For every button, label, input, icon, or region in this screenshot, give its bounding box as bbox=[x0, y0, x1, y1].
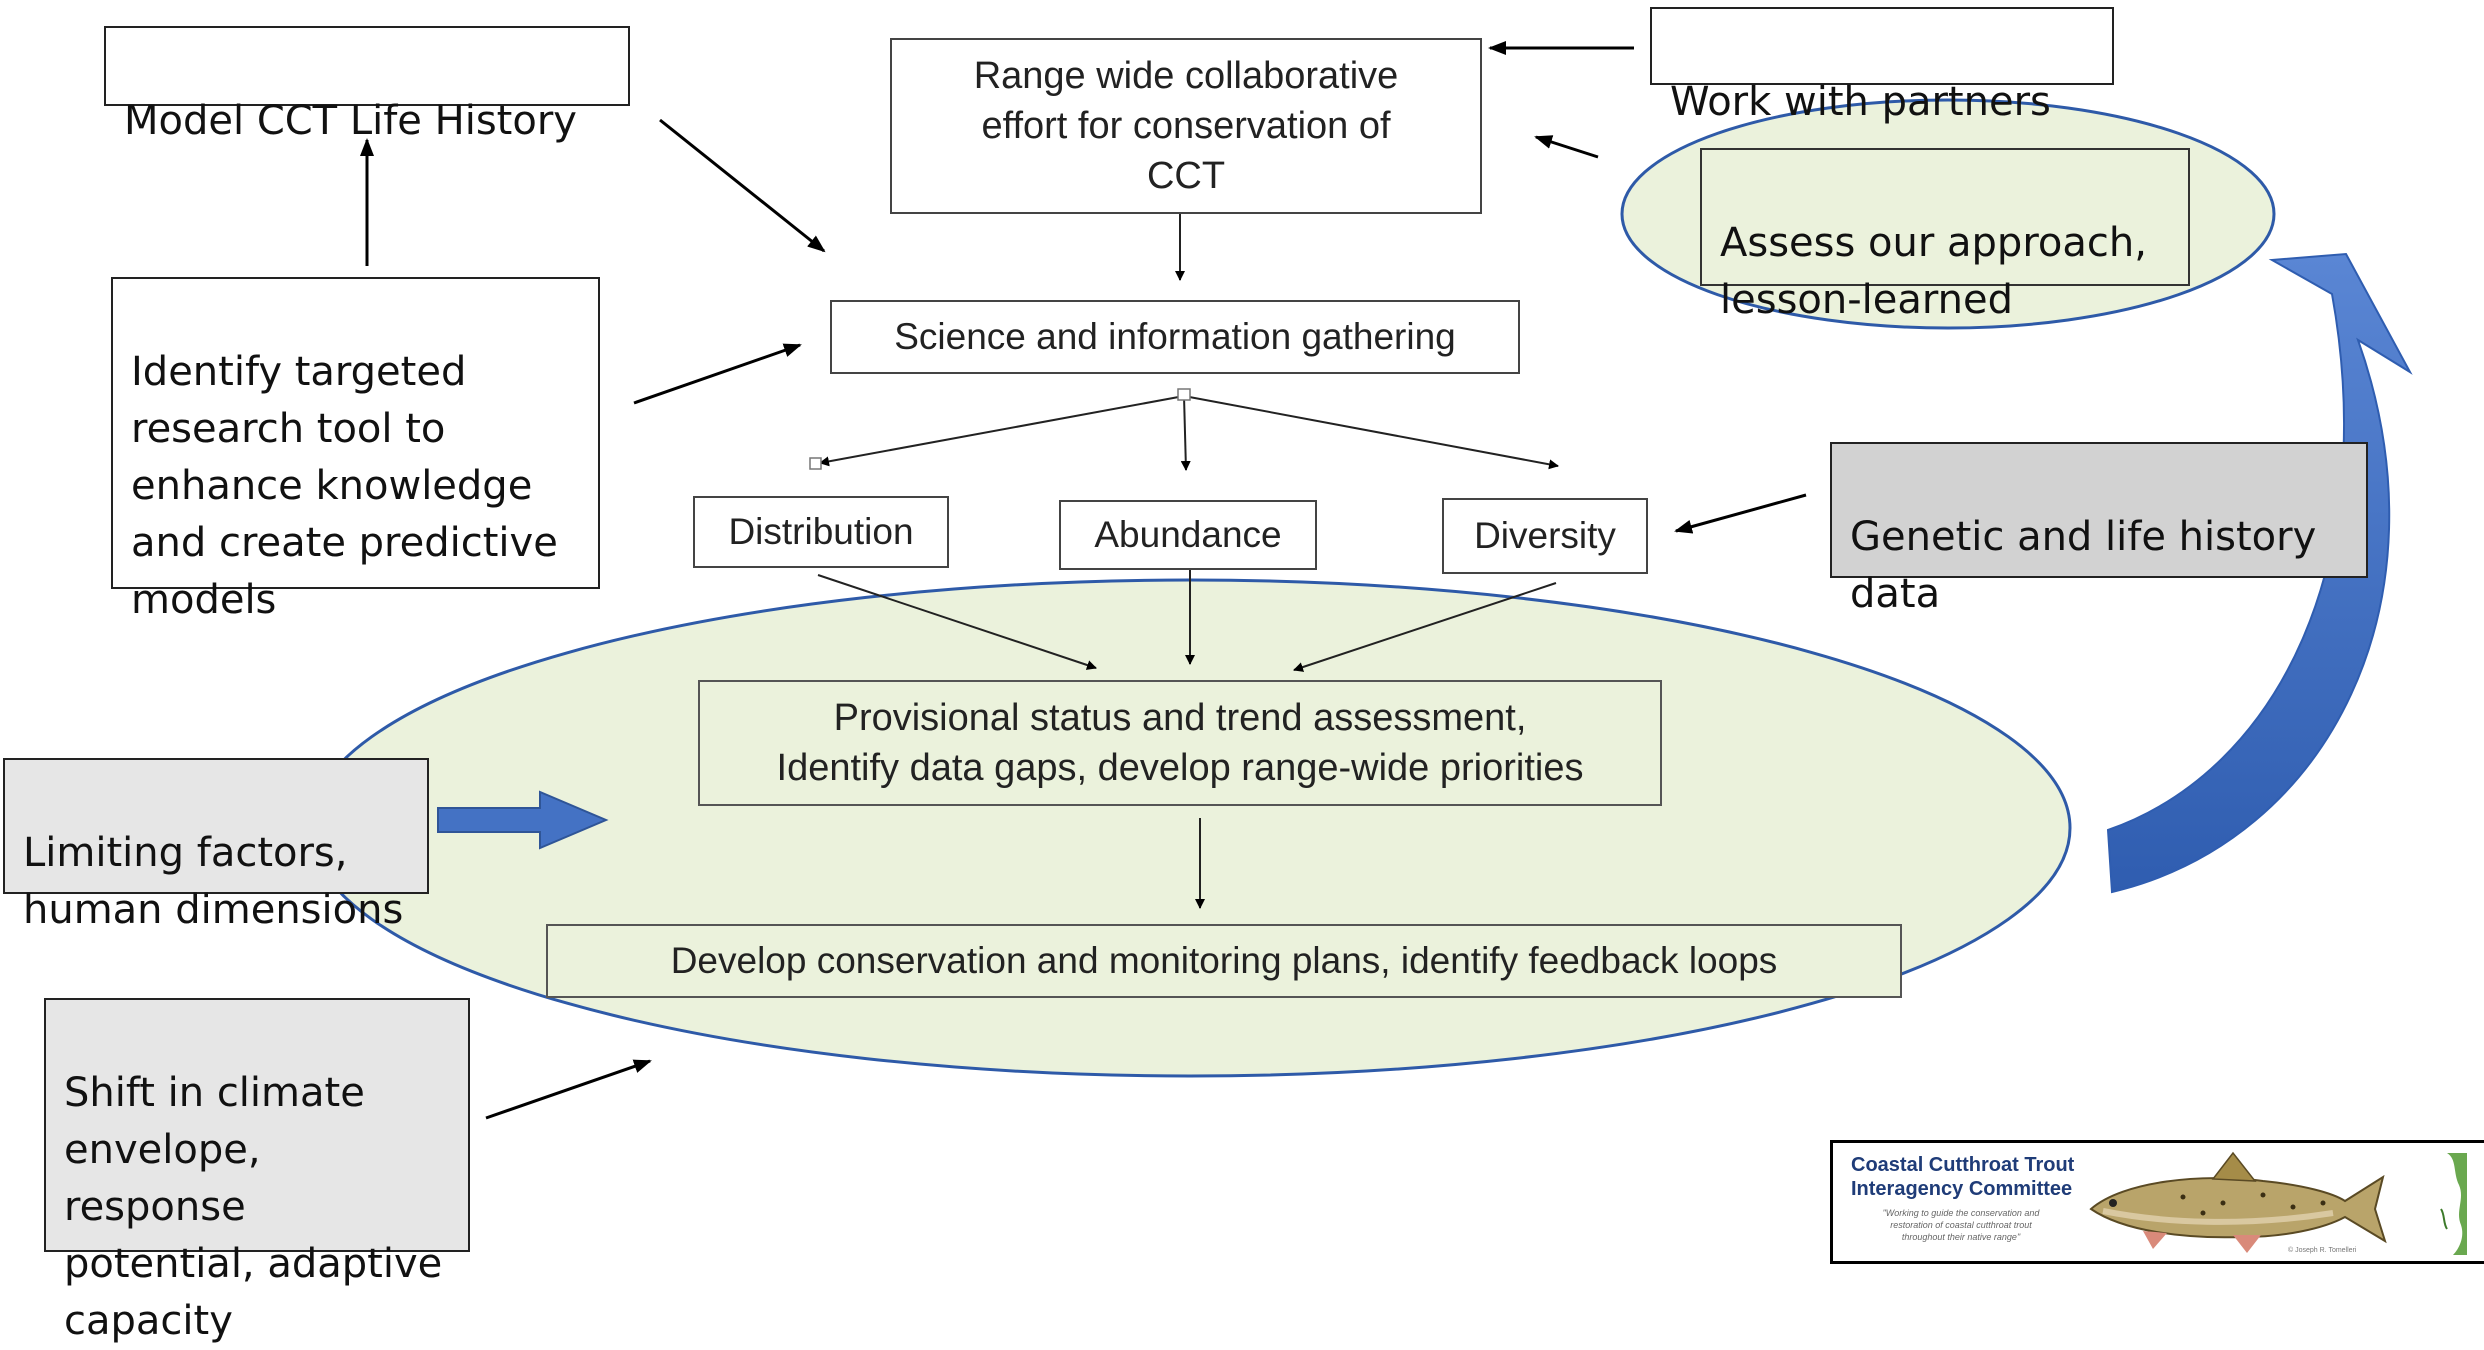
distribution-box: Distribution bbox=[693, 496, 949, 568]
trout-illustration-icon bbox=[2089, 1151, 2387, 1253]
arrow-model-to-science bbox=[659, 118, 826, 253]
develop-plans-box: Develop conservation and monitoring plan… bbox=[546, 924, 1902, 998]
arrow-assess-to-range bbox=[1534, 135, 1599, 159]
arrow-identify-to-science bbox=[633, 343, 802, 405]
develop-plans-text: Develop conservation and monitoring plan… bbox=[670, 940, 1778, 981]
logo-credit: © Joseph R. Tomelleri bbox=[2288, 1247, 2357, 1254]
arrow-genetic-to-diversity bbox=[1674, 493, 1807, 534]
provisional-assessment-box: Provisional status and trend assessment,… bbox=[698, 680, 1662, 806]
logo-tagline: "Working to guide the conservation and r… bbox=[1882, 1208, 2040, 1242]
identify-targeted-research-text: Identify targeted research tool to enhan… bbox=[131, 349, 558, 623]
diagram-canvas: Range wide collaborative effort for cons… bbox=[3, 7, 2484, 1344]
science-gathering-box: Science and information gathering bbox=[830, 300, 1520, 374]
provisional-assessment-text: Provisional status and trend assessment,… bbox=[776, 697, 1584, 789]
arrow-science-to-abundance bbox=[1180, 395, 1191, 471]
diversity-text: Diversity bbox=[1474, 515, 1616, 556]
range-map-icon bbox=[2440, 1153, 2467, 1255]
model-cct-life-history-text: Model CCT Life History bbox=[124, 98, 577, 144]
science-gathering-text: Science and information gathering bbox=[894, 316, 1456, 357]
arrow-climate-to-ellipse bbox=[485, 1059, 652, 1120]
shift-in-climate-text: Shift in climate envelope, response pote… bbox=[64, 1070, 443, 1344]
connector-handle bbox=[1177, 388, 1191, 401]
range-wide-effort-box: Range wide collaborative effort for cons… bbox=[890, 38, 1482, 214]
genetic-life-history-text: Genetic and life history data bbox=[1850, 514, 2317, 617]
abundance-box: Abundance bbox=[1059, 500, 1317, 570]
limiting-factors-box: Limiting factors, human dimensions bbox=[3, 758, 429, 933]
range-wide-effort-text: Range wide collaborative effort for cons… bbox=[973, 55, 1399, 197]
limiting-factors-block-arrow bbox=[437, 790, 609, 850]
model-cct-life-history-box: Model CCT Life History bbox=[104, 26, 630, 144]
cct-committee-logo: Coastal Cutthroat Trout Interagency Comm… bbox=[1830, 1140, 2484, 1264]
diversity-box: Diversity bbox=[1442, 498, 1648, 574]
work-with-partners-box: Work with partners bbox=[1650, 7, 2114, 125]
shift-in-climate-box: Shift in climate envelope, response pote… bbox=[44, 998, 470, 1344]
arrow-science-to-diversity bbox=[1183, 395, 1559, 470]
identify-targeted-research-box: Identify targeted research tool to enhan… bbox=[111, 277, 600, 623]
work-with-partners-text: Work with partners bbox=[1670, 79, 2051, 125]
arrow-distribution-to-provisional bbox=[817, 574, 1097, 670]
assess-approach-box: Assess our approach, lesson-learned bbox=[1700, 148, 2190, 323]
logo-title: Coastal Cutthroat Trout Interagency Comm… bbox=[1851, 1154, 2075, 1200]
genetic-life-history-box: Genetic and life history data bbox=[1830, 442, 2368, 617]
arrow-science-to-distribution bbox=[819, 395, 1185, 467]
arrow-diversity-to-provisional bbox=[1293, 582, 1557, 672]
distribution-text: Distribution bbox=[728, 511, 914, 552]
assess-approach-text: Assess our approach, lesson-learned bbox=[1720, 220, 2147, 323]
limiting-factors-text: Limiting factors, human dimensions bbox=[23, 830, 404, 933]
connector-handle bbox=[809, 457, 822, 470]
abundance-text: Abundance bbox=[1094, 514, 1282, 555]
